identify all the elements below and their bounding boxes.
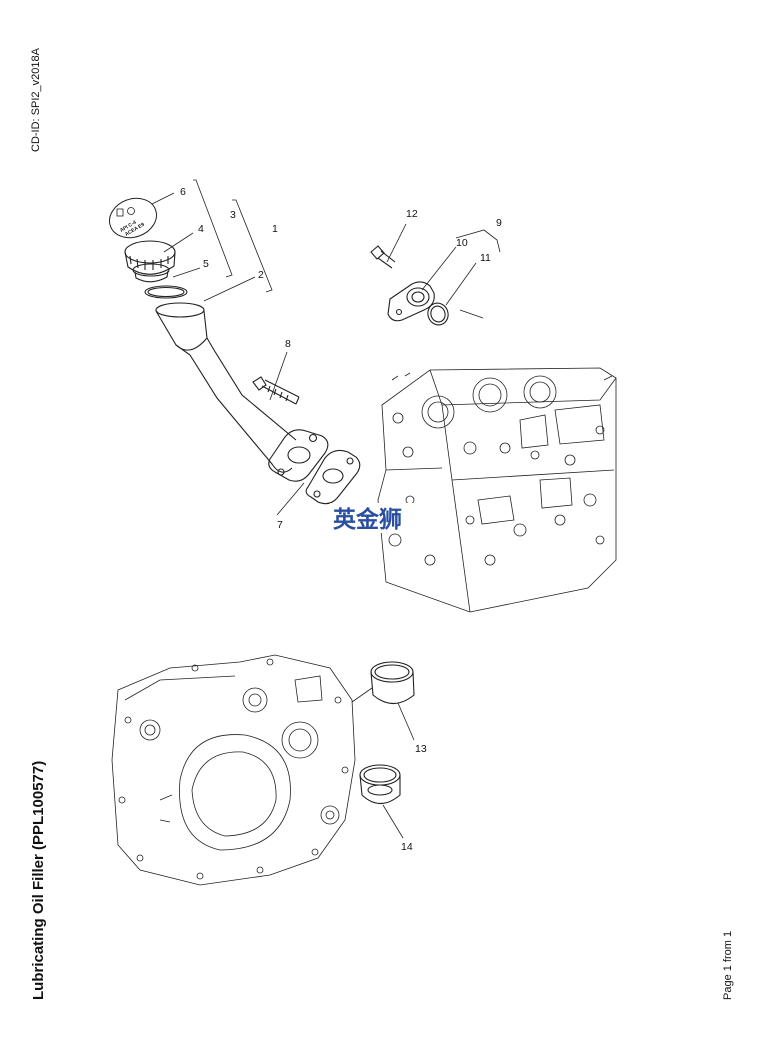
callout-12: 12 <box>406 208 418 220</box>
o-ring-11 <box>427 302 449 326</box>
callout-3: 3 <box>230 209 236 221</box>
watermark: 英金狮 <box>333 506 402 533</box>
cap-label-disc: API C-4 ACEA E9 <box>109 197 157 239</box>
callout-5: 5 <box>203 258 209 270</box>
callout-6: 6 <box>180 186 186 198</box>
callout-1: 1 <box>272 223 278 235</box>
callout-8: 8 <box>285 338 291 350</box>
o-ring-5 <box>144 285 188 299</box>
flange-gasket-7 <box>305 449 361 505</box>
bolt-8 <box>252 376 300 405</box>
filler-cap <box>124 240 176 283</box>
bolt-12 <box>370 245 396 269</box>
engine-block <box>377 367 617 613</box>
seal-13 <box>370 661 415 705</box>
gear-housing <box>111 654 356 886</box>
callout-2: 2 <box>258 269 264 281</box>
tube-flange <box>268 429 329 482</box>
callout-10: 10 <box>456 237 468 249</box>
blanking-plate-10 <box>387 281 435 322</box>
filler-tube <box>155 302 297 473</box>
callout-4: 4 <box>198 223 204 235</box>
callout-13: 13 <box>415 743 427 755</box>
callout-7: 7 <box>277 519 283 531</box>
callout-14: 14 <box>401 841 413 853</box>
leader-lines <box>151 179 501 839</box>
seal-14 <box>359 764 401 805</box>
callout-11: 11 <box>480 252 491 264</box>
callout-labels: 1 2 3 4 5 6 7 8 9 10 11 12 13 14 <box>180 186 502 853</box>
callout-9: 9 <box>496 217 502 229</box>
